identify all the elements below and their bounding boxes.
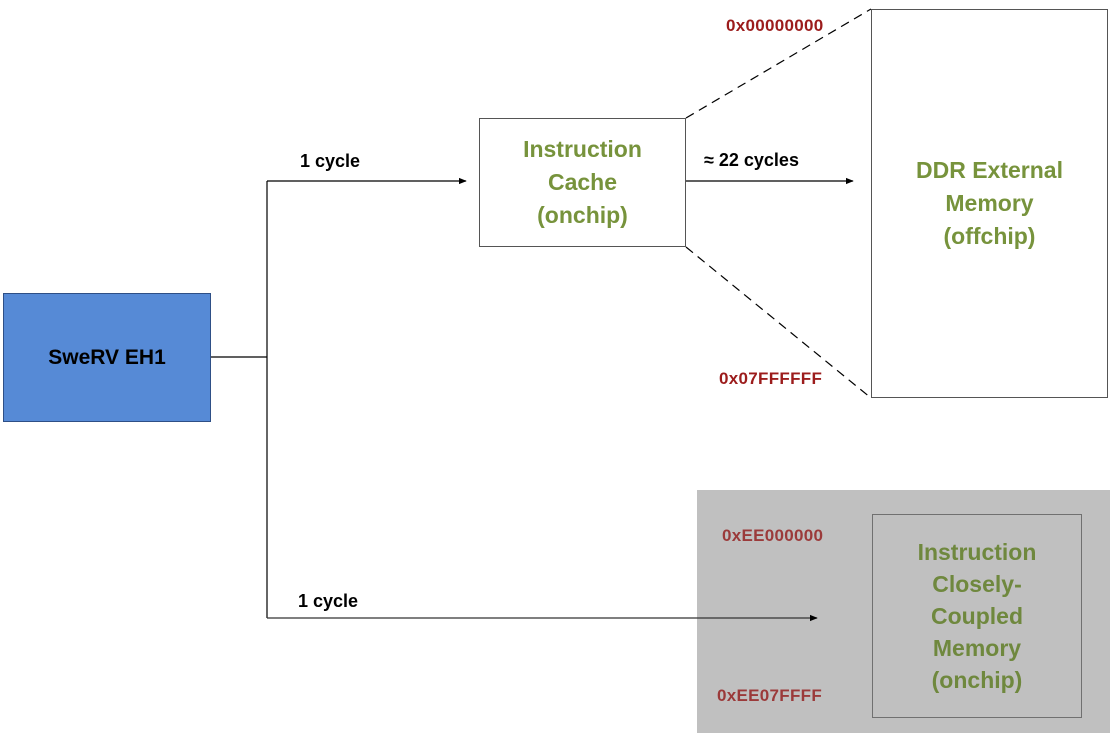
ddr-latency-label: ≈ 22 cycles [704, 150, 799, 170]
swerv-eh1-core: SweRV EH1 [3, 293, 211, 422]
icache-latency-label: 1 cycle [300, 151, 361, 171]
instruction-cache-box: Instruction Cache (onchip) [479, 118, 686, 247]
ddr-start-address: 0x00000000 [726, 16, 824, 35]
iccm-latency-label: 1 cycle [298, 591, 359, 611]
zoom-line-top [685, 8, 872, 119]
iccm-end-address: 0xEE07FFFF [717, 686, 823, 705]
iccm-box: Instruction Closely- Coupled Memory (onc… [872, 514, 1082, 718]
iccm-start-address: 0xEE000000 [722, 526, 824, 545]
ddr-end-address: 0x07FFFFFF [719, 369, 823, 388]
ddr-external-memory-box: DDR External Memory (offchip) [871, 9, 1108, 398]
zoom-line-bottom [685, 246, 872, 399]
